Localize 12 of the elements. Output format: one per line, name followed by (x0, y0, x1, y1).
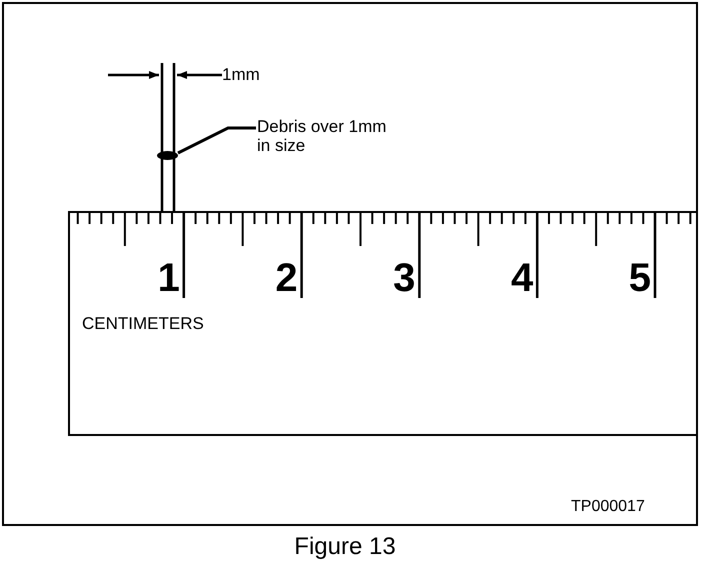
scale-number: 1 (158, 256, 180, 300)
leader-line (177, 126, 256, 154)
scale-number: 2 (275, 256, 298, 300)
scale-number: 3 (393, 256, 416, 300)
scale-number: 4 (510, 256, 534, 300)
figure-caption: Figure 13 (293, 534, 397, 560)
debris-particle (157, 151, 178, 160)
dimension-label: 1mm (222, 66, 260, 85)
figure-code: TP000017 (571, 498, 645, 516)
unit-label: CENTIMETERS (82, 315, 204, 334)
scale-number: 5 (628, 256, 651, 300)
callout-text: Debris over 1mm in size (257, 118, 397, 156)
